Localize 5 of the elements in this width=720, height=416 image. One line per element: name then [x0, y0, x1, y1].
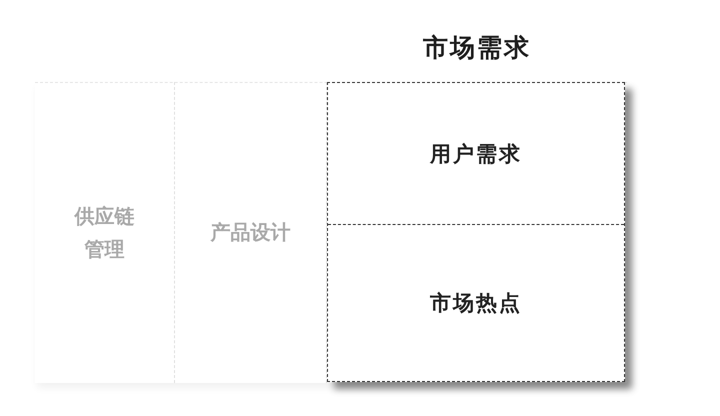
section-label: 市场热点 — [430, 290, 522, 317]
column-label: 供应链管理 — [73, 202, 136, 262]
section-label: 用户需求 — [430, 140, 522, 168]
column-label: 产品设计 — [210, 219, 290, 246]
column-heading: 市场需求 — [422, 32, 532, 64]
